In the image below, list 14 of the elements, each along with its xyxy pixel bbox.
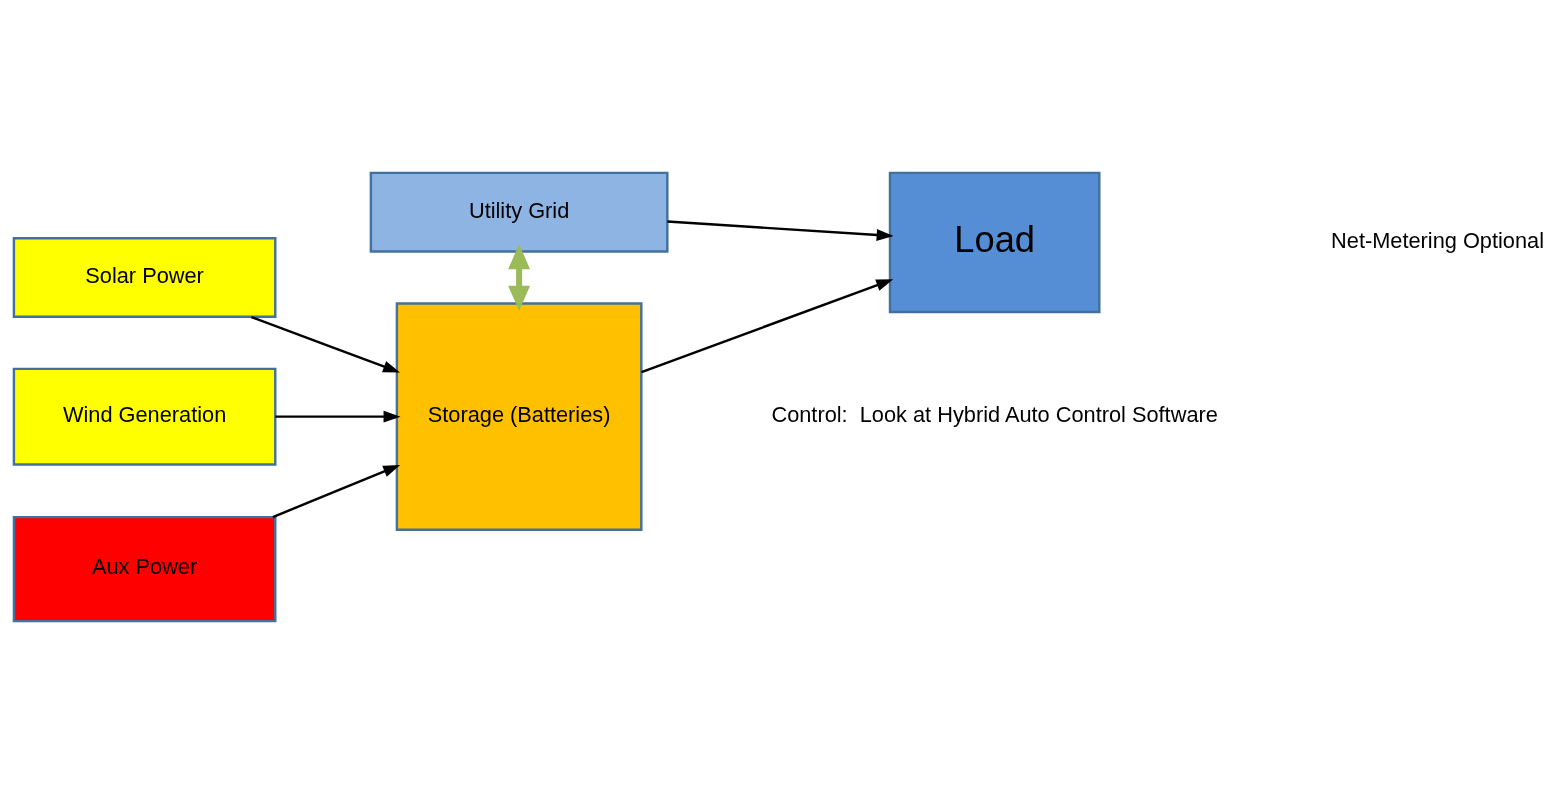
label: Net-Metering Optional (1331, 227, 1544, 253)
arrow (275, 410, 401, 423)
arrow (508, 243, 531, 311)
node-box: Wind Generation (12, 367, 277, 466)
label: Control: Look at Hybrid Auto Control Software (771, 401, 1218, 427)
node-box: Aux Power (12, 515, 277, 622)
node-box: Load (888, 171, 1101, 313)
arrow (251, 315, 400, 373)
arrow (641, 278, 894, 373)
node-box: Storage (Batteries) (395, 301, 643, 531)
arrow (272, 464, 401, 518)
node-box: Utility Grid (369, 171, 669, 253)
arrow (667, 219, 894, 241)
node-box: Solar Power (12, 236, 277, 318)
